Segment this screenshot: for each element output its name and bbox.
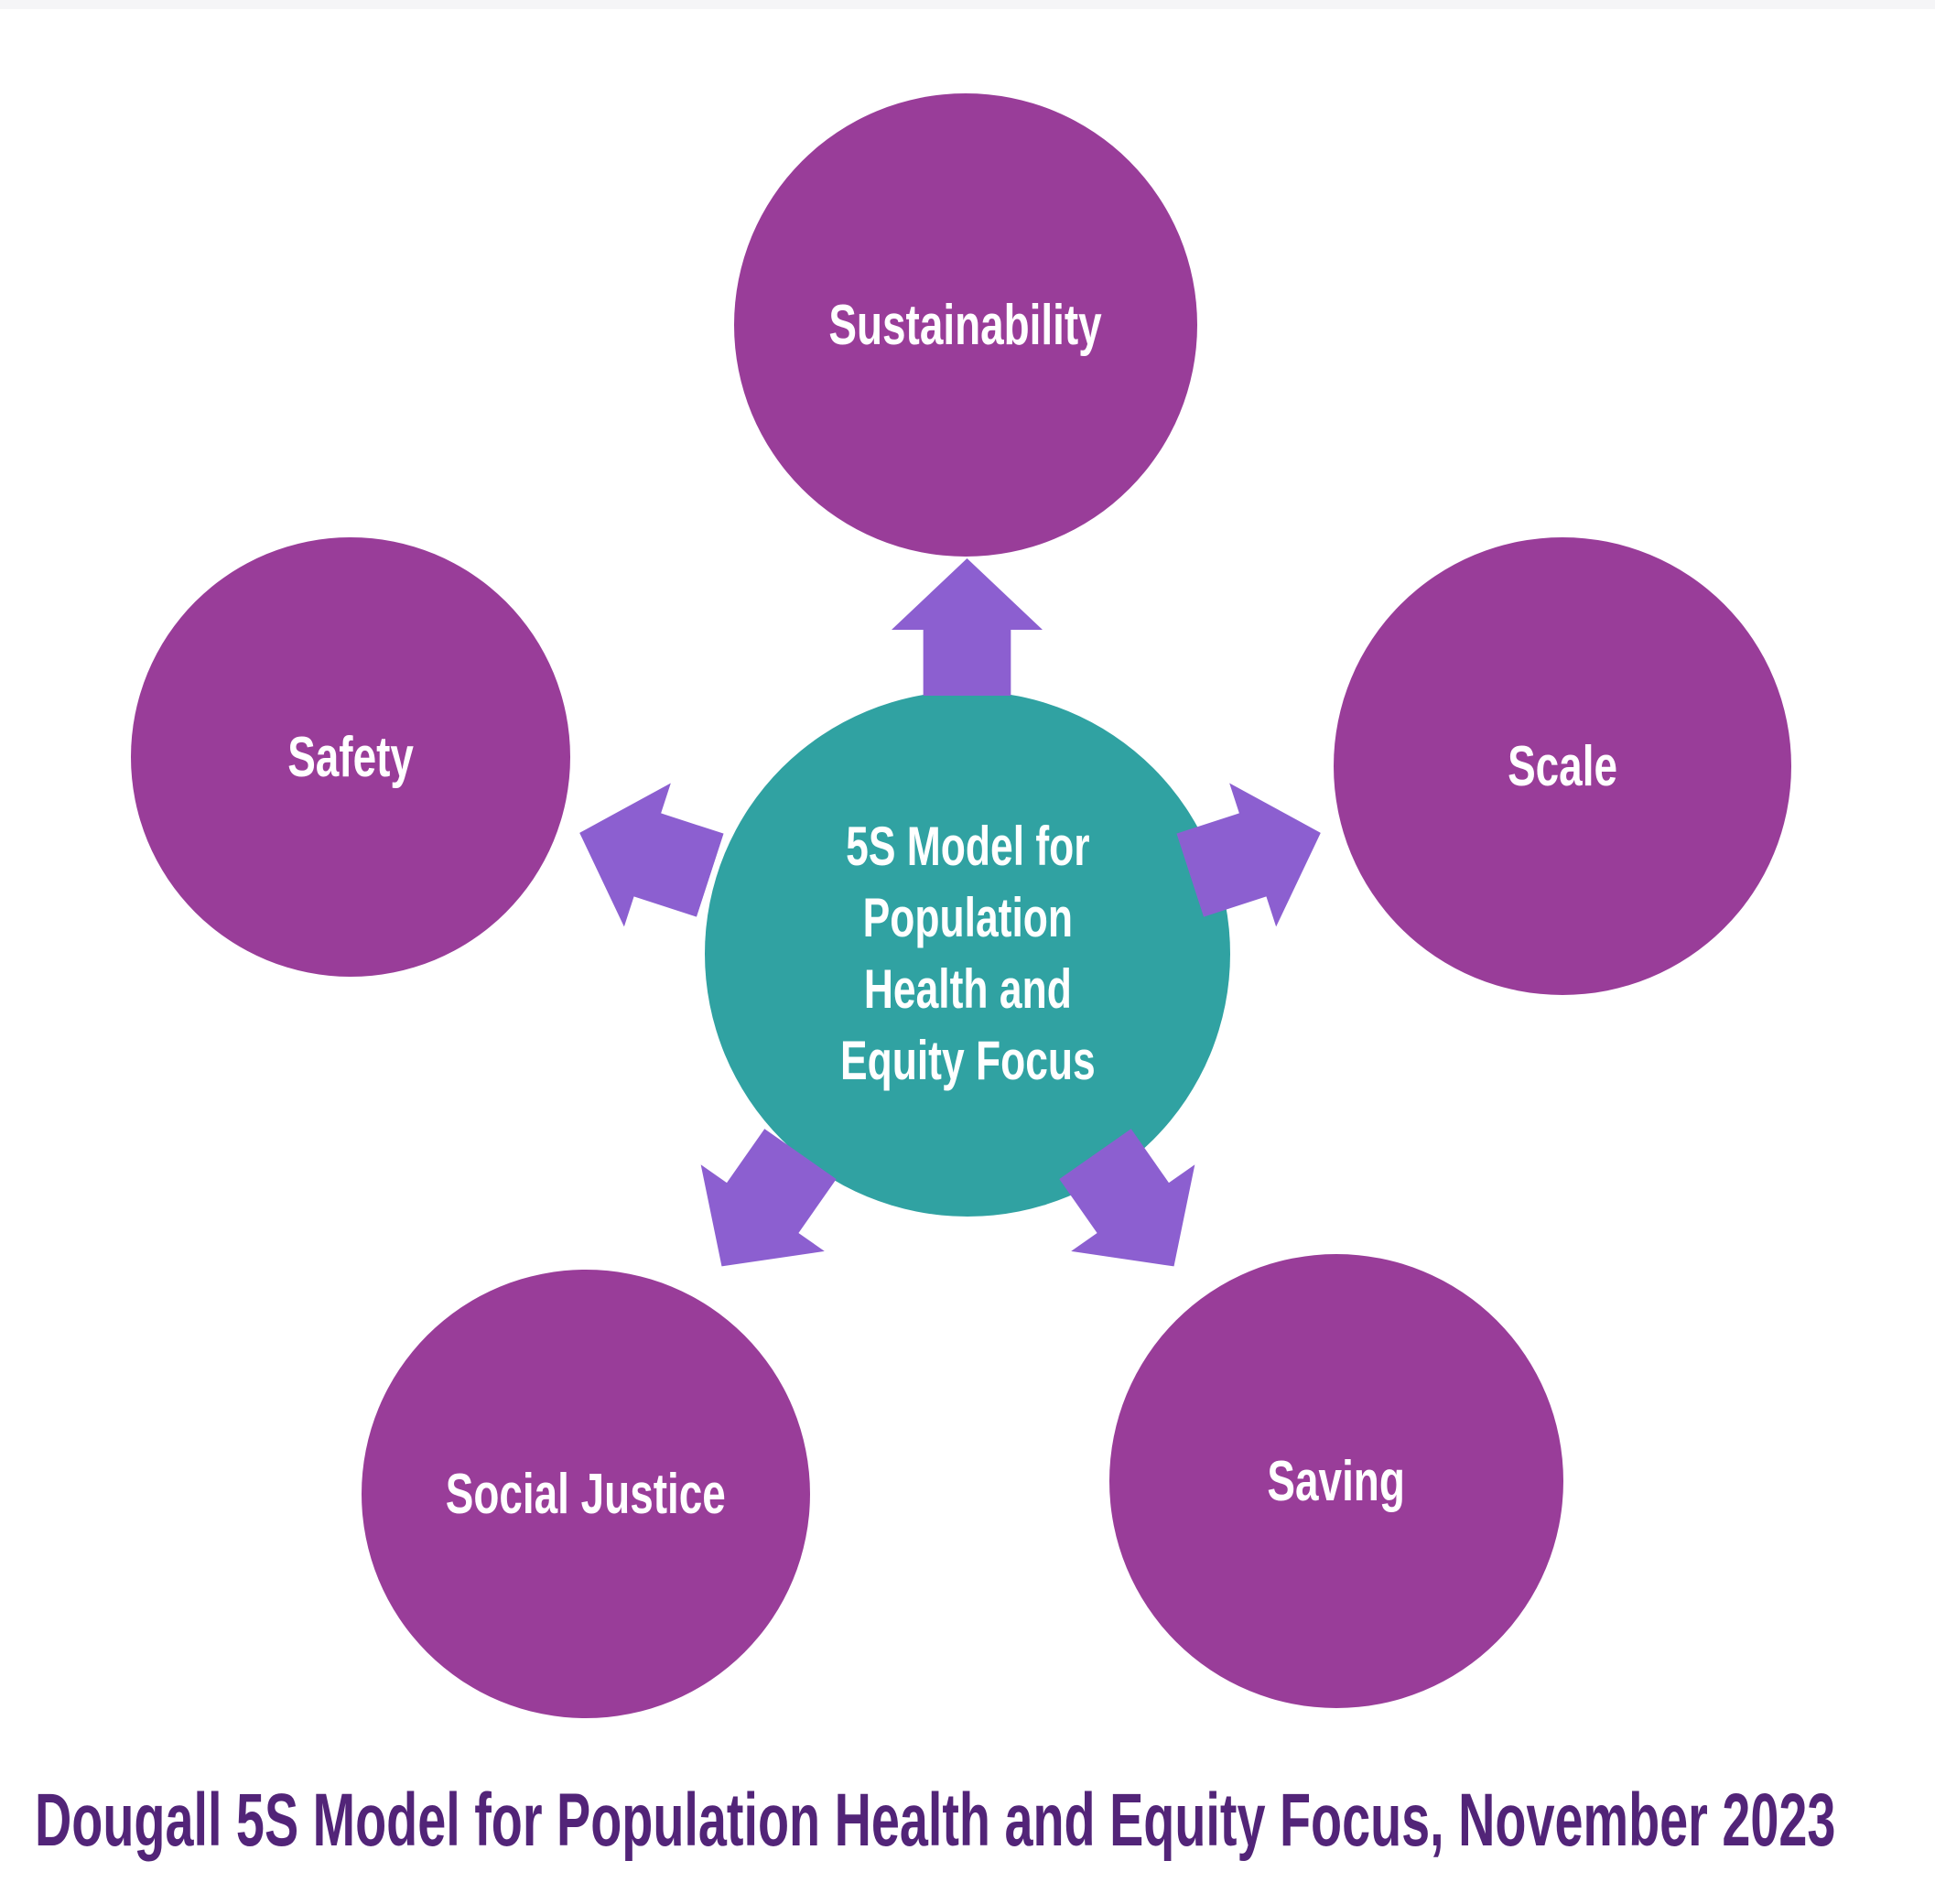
- node-label-scale: Scale: [1508, 734, 1617, 798]
- arrow-to-social-justice-icon: [660, 1110, 862, 1310]
- node-label-safety: Safety: [287, 725, 414, 789]
- node-circle-safety: Safety: [131, 537, 570, 977]
- center-circle: 5S Model for Population Health and Equit…: [705, 691, 1230, 1217]
- arrow-to-scale-icon: [1167, 761, 1345, 947]
- arrow-to-safety-icon: [557, 761, 734, 947]
- arrow-to-sustainability-icon: [892, 558, 1043, 696]
- node-circle-saving: Saving: [1109, 1254, 1563, 1708]
- node-circle-social-justice: Social Justice: [362, 1270, 810, 1718]
- node-circle-sustainability: Sustainability: [734, 93, 1197, 557]
- node-label-social-justice: Social Justice: [445, 1462, 727, 1526]
- node-label-sustainability: Sustainability: [828, 293, 1103, 357]
- center-circle-label: 5S Model for Population Health and Equit…: [839, 816, 1096, 1091]
- node-circle-scale: Scale: [1334, 537, 1791, 995]
- decorative-top-strip: [0, 0, 1935, 9]
- node-label-saving: Saving: [1267, 1449, 1406, 1513]
- diagram-caption: Dougall 5S Model for Population Health a…: [35, 1779, 1836, 1862]
- arrow-to-saving-icon: [1033, 1110, 1236, 1310]
